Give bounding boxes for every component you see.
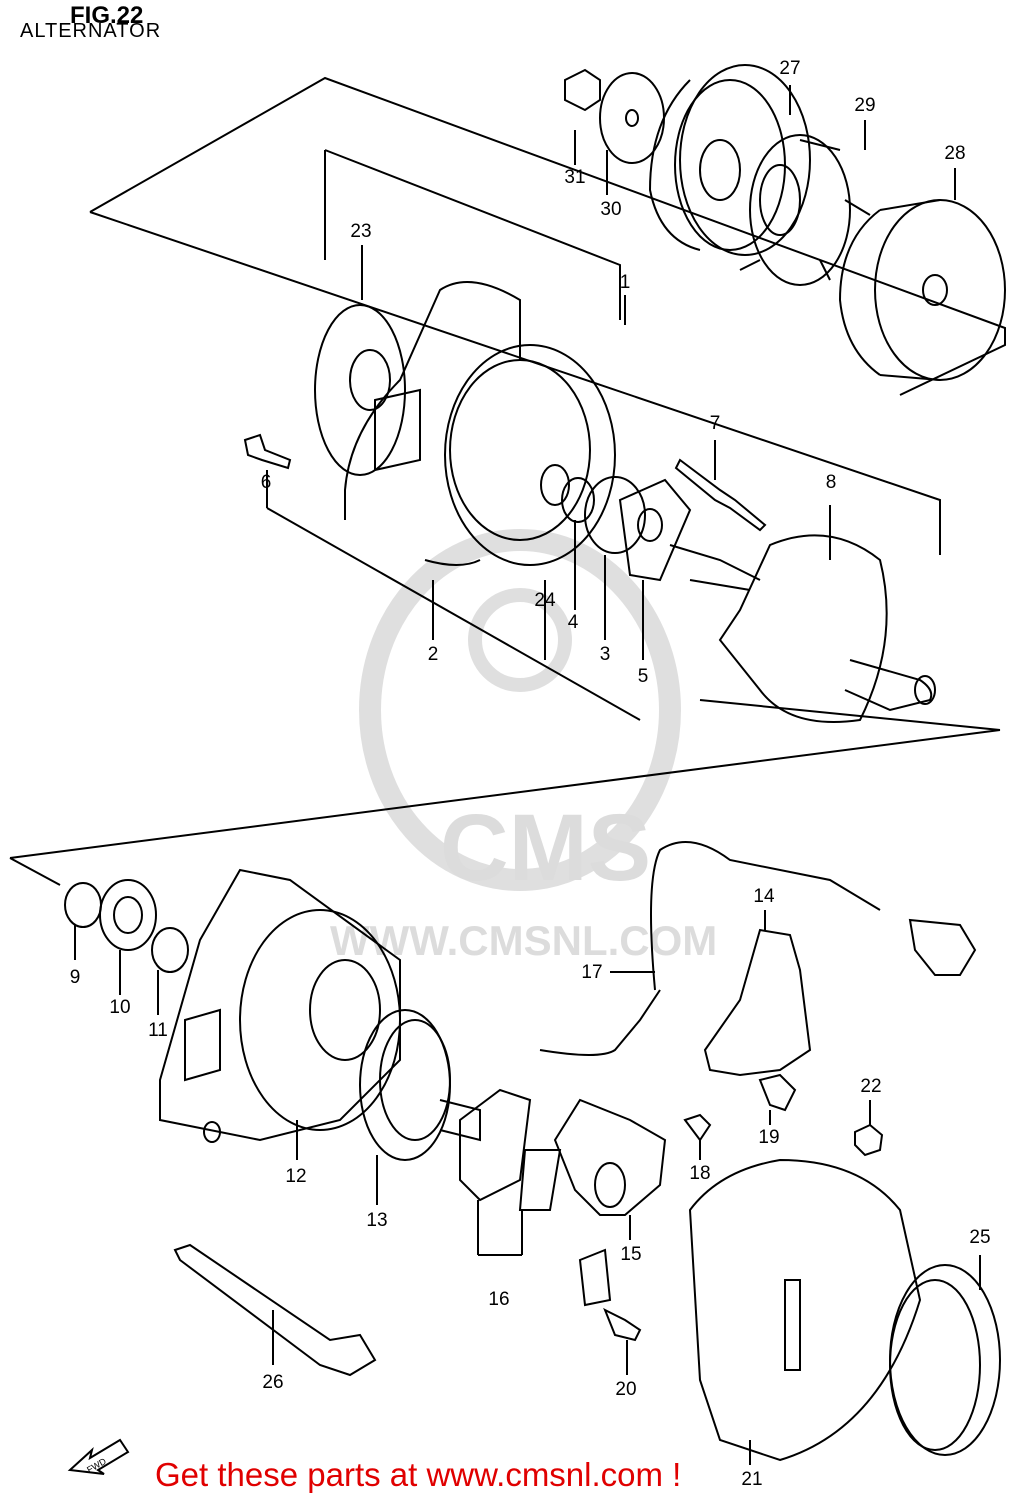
callout-9: 9 xyxy=(69,967,81,988)
callout-30: 30 xyxy=(600,199,622,220)
callout-25: 25 xyxy=(969,1227,991,1248)
callout-3: 3 xyxy=(599,644,611,665)
callout-31: 31 xyxy=(564,167,586,188)
callout-6: 6 xyxy=(260,472,272,493)
part-26-through-bolt xyxy=(173,1243,377,1377)
callout-14: 14 xyxy=(753,886,775,907)
callout-15: 15 xyxy=(620,1244,642,1265)
callout-10: 10 xyxy=(109,997,131,1018)
part-3-bearing xyxy=(584,476,646,554)
fwd-arrow-icon: FWD xyxy=(67,1438,130,1475)
part-8-rotor xyxy=(669,534,936,723)
part-11-ring xyxy=(151,927,189,973)
part-21-end-cover xyxy=(688,1158,922,1462)
callout-13: 13 xyxy=(366,1210,388,1231)
part-9-washer xyxy=(64,882,102,928)
part-10-bearing xyxy=(99,879,157,951)
callout-4: 4 xyxy=(567,612,579,633)
lower-group-outline xyxy=(9,729,1001,859)
cms-watermark: CMS WWW.CMSNL.COM xyxy=(330,529,717,964)
watermark-url: WWW.CMSNL.COM xyxy=(330,917,717,964)
part-5-retainer xyxy=(618,478,692,582)
part-22-nut xyxy=(854,1123,884,1157)
part-12-rear-housing xyxy=(159,868,401,1143)
part-24-bearing xyxy=(540,464,570,506)
callout-19: 19 xyxy=(758,1127,780,1148)
part-16-brushes xyxy=(459,1088,562,1211)
callout-1: 1 xyxy=(619,272,631,293)
callout-11: 11 xyxy=(148,1020,168,1041)
part-20-screw xyxy=(603,1307,642,1342)
callout-20: 20 xyxy=(615,1379,637,1400)
part-2-housing xyxy=(344,281,616,566)
part-23-gasket xyxy=(314,304,406,476)
callout-24: 24 xyxy=(534,590,556,611)
figure-title: FIG.22 xyxy=(70,2,144,29)
upper-group-outline xyxy=(89,76,1006,396)
part-14-rectifier xyxy=(703,928,812,1077)
part-30-washer xyxy=(599,72,665,164)
callout-28: 28 xyxy=(944,143,966,164)
callout-18: 18 xyxy=(689,1163,711,1184)
part-29-fan xyxy=(739,134,871,286)
part-18-screw xyxy=(683,1113,712,1142)
callout-22: 22 xyxy=(860,1076,882,1097)
callout-17: 17 xyxy=(581,962,603,983)
callout-16: 16 xyxy=(488,1289,510,1310)
part-31-nut xyxy=(564,68,601,112)
part-17-cable xyxy=(539,841,881,1056)
callout-29: 29 xyxy=(854,95,876,116)
watermark-brand: CMS xyxy=(440,795,651,901)
callout-21: 21 xyxy=(741,1469,763,1490)
callout-8: 8 xyxy=(825,472,837,493)
callout-23: 23 xyxy=(350,221,372,242)
callout-26: 26 xyxy=(262,1372,284,1393)
callout-27: 27 xyxy=(779,58,801,79)
part-25-cover-plate xyxy=(889,1264,1001,1456)
figure-subtitle: ALTERNATOR xyxy=(20,20,162,42)
callout-7: 7 xyxy=(709,413,721,434)
part-6-bolt xyxy=(243,433,292,470)
promo-link[interactable]: Get these parts at www.cmsnl.com ! xyxy=(155,1456,682,1493)
part-28-pulley-cover xyxy=(838,199,1006,381)
part-13-plate xyxy=(359,1009,481,1161)
part-19-screw xyxy=(758,1073,797,1112)
callout-12: 12 xyxy=(285,1166,307,1187)
part-15-regulator xyxy=(553,1098,667,1216)
callout-5: 5 xyxy=(637,666,649,687)
part-4-washer xyxy=(561,477,595,523)
part-7-stud xyxy=(674,458,767,532)
callout-2: 2 xyxy=(427,644,439,665)
